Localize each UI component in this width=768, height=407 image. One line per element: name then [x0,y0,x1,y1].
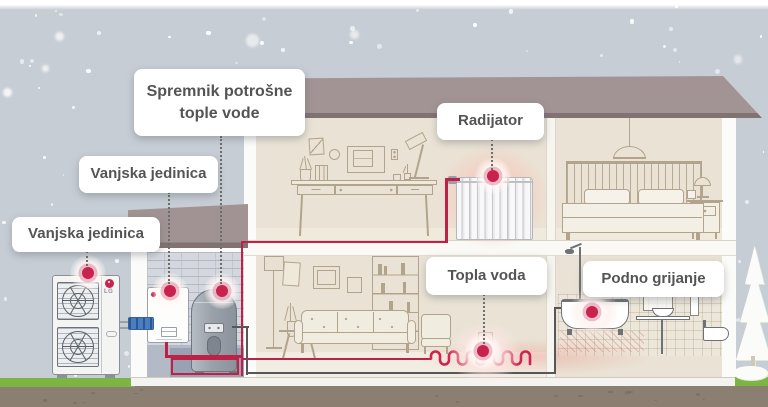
sink-counter [636,316,690,320]
label-floor-heating: Podno grijanje [583,261,724,297]
desk-plant-small [402,164,413,181]
sofa [294,308,420,354]
desk-lamp [404,131,434,180]
books-stack [315,165,328,181]
red-pipe-radiator-link [445,178,460,181]
bed-leg-right [696,233,700,240]
leaning-frame [282,261,301,287]
fan-grille-bottom [57,327,99,367]
foundation [131,377,735,386]
armchair [421,314,453,354]
shower-head [565,249,574,254]
hotspot-tank[interactable] [204,273,240,309]
wall-frame-small [347,277,362,293]
bathroom-heat-hatch [560,331,644,352]
gray-pipe-floor [246,372,556,375]
red-pipe-tank-frame [171,358,239,375]
bedside-lamp [692,176,714,199]
outdoor-unit-handle [106,331,117,337]
bedside-clock [687,190,696,199]
tank-slot [207,336,221,356]
blue-pipe-coupler [128,317,154,330]
towel [690,296,699,316]
tank-panel [204,323,224,333]
plant-pot [298,155,314,182]
sky-top-fade [0,0,768,10]
bed-leg-left [566,233,570,240]
wall-frame-large [313,266,340,289]
snowy-tree [733,240,768,382]
gray-pipe-down [246,325,249,375]
grass-right [733,377,768,386]
connector-radiator [491,139,493,170]
label-unit-upper: Vanjska jedinica [79,156,218,193]
connector-outdoor-unit [86,251,88,266]
bathtub-foot-right [618,329,623,335]
wall-clock [329,149,340,160]
gray-pipe-up [554,307,557,374]
label-tank-line1: Spremnik potrošne [146,82,293,100]
grass-left [0,378,135,387]
hotspot-indoor-unit[interactable] [152,273,188,309]
red-pipe-indoor-down [165,342,168,357]
upper-divider-wall [546,118,556,240]
gray-pipe-tank-out [232,325,249,328]
lg-logo-text: LG [104,289,114,295]
label-tank: Spremnik potrošne tople vode [134,69,305,136]
shower-pole [579,247,581,302]
red-pipe-floor-horiz [243,357,431,361]
connector-indoor-unit [168,192,170,284]
label-radiator: Radijator [437,103,544,140]
toilet-tank [703,320,706,328]
hotspot-bathtub[interactable] [574,294,610,330]
wall-picture-frame [308,137,325,156]
hotspot-outdoor-unit[interactable] [70,255,106,291]
media-cabinet [347,146,385,173]
media-screen [353,150,373,167]
bed-base [562,203,704,233]
connector-hot-water [483,294,485,344]
ground [0,386,768,407]
red-pipe-upper-horiz [240,240,448,244]
pendant-cord [629,118,631,146]
label-hot-water: Topla voda [426,257,547,295]
connector-tank [220,136,222,284]
label-unit-lower: Vanjska jedinica [12,217,160,252]
toilet [703,327,729,341]
red-pipe-indoor-horiz [165,355,243,358]
wall-knobs [391,149,398,160]
label-tank-line2: tople vode [179,104,260,122]
hotspot-radiator[interactable] [475,158,511,194]
red-pipe-riser [240,240,244,376]
red-pipe-radiator-up [445,178,448,243]
lg-logo-icon [105,279,114,288]
sink-pedestal [661,320,664,354]
bathtub-foot-left [567,329,572,335]
indoor-unit-display [161,327,177,337]
desk [291,180,437,238]
